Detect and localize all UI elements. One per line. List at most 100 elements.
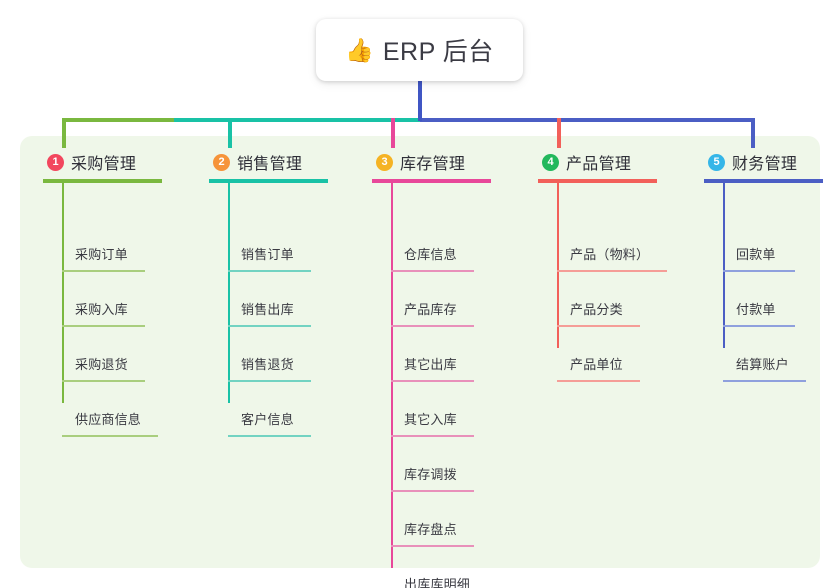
leaf-rule: [62, 325, 145, 327]
leaf-item[interactable]: 采购入库: [27, 272, 187, 327]
leaf-label: 付款单: [736, 302, 776, 317]
column-spine-purchasing: [62, 183, 64, 403]
column-title-sales: 销售管理: [237, 156, 303, 173]
column-title-purchasing: 采购管理: [71, 156, 137, 173]
leaf-item[interactable]: 客户信息: [193, 382, 353, 437]
leaf-label: 销售出库: [241, 302, 294, 317]
column-header-inventory[interactable]: 3 库存管理: [356, 145, 516, 183]
leaf-label: 采购订单: [75, 247, 128, 262]
leaf-rule: [228, 380, 311, 382]
root-title: ERP 后台: [382, 38, 494, 66]
leaf-rule: [62, 270, 145, 272]
leaf-rule: [723, 270, 795, 272]
leaf-label: 销售订单: [241, 247, 294, 262]
column-header-finance[interactable]: 5 财务管理: [688, 145, 839, 183]
leaf-item[interactable]: 销售订单: [193, 217, 353, 272]
leaf-item[interactable]: 仓库信息: [356, 217, 516, 272]
leaf-item[interactable]: 产品（物料）: [522, 217, 682, 272]
leaf-label: 产品单位: [570, 357, 623, 372]
drop-3: [391, 118, 395, 148]
number-badge-3: 3: [376, 153, 393, 171]
leaf-label: 产品库存: [404, 302, 457, 317]
column-header-product[interactable]: 4 产品管理: [522, 145, 682, 183]
column-spine-finance: [723, 183, 725, 348]
column-spine-sales: [228, 183, 230, 403]
leaf-rule: [62, 380, 145, 382]
leaf-label: 销售退货: [241, 357, 294, 372]
column-spine-product: [557, 183, 559, 348]
leaf-list-product: 产品（物料） 产品分类产品单位: [522, 217, 682, 382]
leaf-item[interactable]: 库存盘点: [356, 492, 516, 547]
column-title-product: 产品管理: [566, 156, 632, 173]
drop-2: [228, 118, 232, 148]
column-inventory: 3 库存管理仓库信息产品库存其它出库其它入库库存调拨库存盘点出库库明细: [356, 145, 516, 588]
column-header-rule-purchasing: [43, 179, 162, 183]
leaf-list-sales: 销售订单销售出库销售退货客户信息: [193, 217, 353, 437]
leaf-item[interactable]: 回款单: [688, 217, 839, 272]
leaf-item[interactable]: 出库库明细: [356, 547, 516, 588]
column-header-rule-inventory: [372, 179, 491, 183]
leaf-rule: [62, 435, 158, 437]
root-stem-connector: [418, 80, 422, 121]
column-header-sales[interactable]: 2 销售管理: [193, 145, 353, 183]
column-product: 4 产品管理产品（物料） 产品分类产品单位: [522, 145, 682, 382]
leaf-item[interactable]: 结算账户: [688, 327, 839, 382]
leaf-item[interactable]: 产品库存: [356, 272, 516, 327]
leaf-item[interactable]: 销售退货: [193, 327, 353, 382]
leaf-label: 仓库信息: [404, 247, 457, 262]
leaf-label: 回款单: [736, 247, 776, 262]
leaf-label: 采购退货: [75, 357, 128, 372]
leaf-label: 出库库明细: [404, 577, 471, 588]
number-badge-1: 1: [47, 153, 64, 171]
leaf-rule: [557, 380, 640, 382]
column-spine-inventory: [391, 183, 393, 568]
leaf-label: 客户信息: [241, 412, 294, 427]
leaf-item[interactable]: 供应商信息: [27, 382, 187, 437]
leaf-rule: [557, 325, 640, 327]
leaf-item[interactable]: 销售出库: [193, 272, 353, 327]
leaf-rule: [391, 435, 474, 437]
leaf-list-finance: 回款单付款单结算账户: [688, 217, 839, 382]
segment-teal: [174, 118, 420, 122]
leaf-item[interactable]: 其它出库: [356, 327, 516, 382]
segment-blue: [420, 118, 755, 122]
leaf-label: 供应商信息: [75, 412, 142, 427]
leaf-item[interactable]: 采购订单: [27, 217, 187, 272]
leaf-label: 库存调拨: [404, 467, 457, 482]
drop-4: [557, 118, 561, 148]
diagram-panel: [20, 136, 820, 568]
number-badge-2: 2: [213, 153, 230, 171]
column-purchasing: 1 采购管理采购订单采购入库采购退货供应商信息: [27, 145, 187, 437]
leaf-rule: [391, 270, 474, 272]
leaf-label: 产品分类: [570, 302, 623, 317]
leaf-rule: [228, 325, 311, 327]
column-header-rule-product: [538, 179, 657, 183]
column-header-rule-sales: [209, 179, 328, 183]
leaf-rule: [557, 270, 667, 272]
number-badge-4: 4: [542, 153, 559, 171]
leaf-list-inventory: 仓库信息产品库存其它出库其它入库库存调拨库存盘点出库库明细: [356, 217, 516, 588]
thumbs-up-icon: 👍: [345, 36, 374, 63]
leaf-item[interactable]: 其它入库: [356, 382, 516, 437]
column-header-purchasing[interactable]: 1 采购管理: [27, 145, 187, 183]
leaf-rule: [391, 490, 474, 492]
leaf-rule: [391, 380, 474, 382]
leaf-item[interactable]: 付款单: [688, 272, 839, 327]
column-finance: 5 财务管理回款单付款单结算账户: [688, 145, 839, 382]
leaf-item[interactable]: 库存调拨: [356, 437, 516, 492]
root-node[interactable]: 👍 ERP 后台: [316, 19, 523, 81]
leaf-item[interactable]: 产品分类: [522, 272, 682, 327]
leaf-item[interactable]: 采购退货: [27, 327, 187, 382]
leaf-item[interactable]: 产品单位: [522, 327, 682, 382]
drop-5: [751, 118, 755, 148]
leaf-rule: [228, 435, 311, 437]
leaf-rule: [391, 325, 474, 327]
segment-green: [62, 118, 174, 122]
column-header-rule-finance: [704, 179, 823, 183]
leaf-label: 结算账户: [736, 357, 789, 372]
leaf-label: 库存盘点: [404, 522, 457, 537]
column-title-inventory: 库存管理: [400, 156, 466, 173]
number-badge-5: 5: [708, 153, 725, 171]
column-title-finance: 财务管理: [732, 156, 798, 173]
